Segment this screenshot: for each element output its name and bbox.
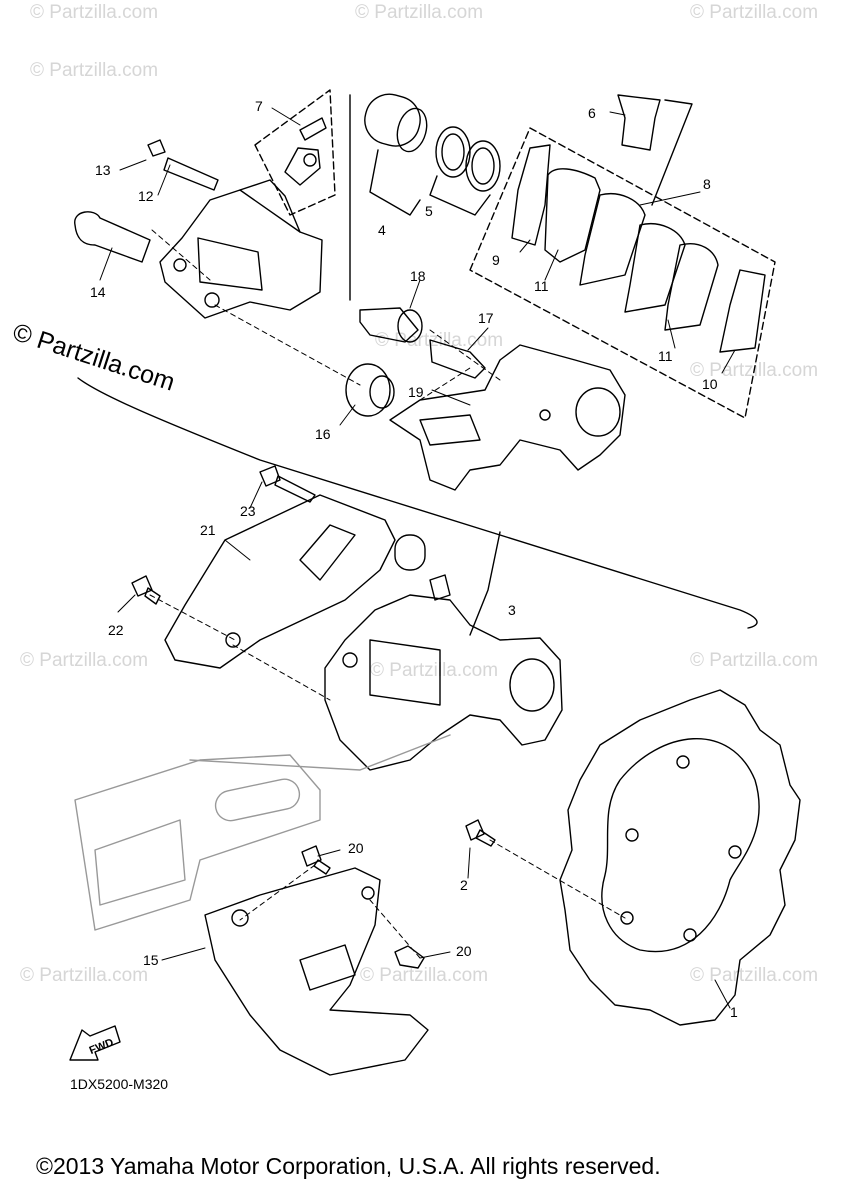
caliper-assembly bbox=[324, 574, 563, 771]
watermark: © Partzilla.com bbox=[370, 660, 499, 681]
swing-arm bbox=[74, 734, 451, 931]
callout-13: 13 bbox=[95, 162, 111, 178]
callout-14: 14 bbox=[90, 284, 106, 300]
watermark: © Partzilla.com bbox=[30, 60, 159, 81]
section-divider bbox=[77, 377, 758, 629]
callout-6: 6 bbox=[588, 105, 596, 121]
callout-19: 15 bbox=[143, 952, 159, 968]
callout-7: 7 bbox=[255, 98, 263, 114]
callout-2: 2 bbox=[460, 877, 468, 893]
watermark: © Partzilla.com bbox=[20, 650, 149, 671]
callout-20b: 20 bbox=[456, 943, 472, 959]
callout-8: 8 bbox=[703, 176, 711, 192]
sleeves bbox=[345, 307, 486, 417]
group-box-8 bbox=[469, 127, 776, 419]
callout-22: 22 bbox=[108, 622, 124, 638]
callout-11: 11 bbox=[534, 278, 549, 294]
watermark: © Partzilla.com bbox=[690, 2, 819, 23]
watermark: © Partzilla.com bbox=[375, 330, 504, 351]
fwd-label: FWD bbox=[88, 1037, 116, 1058]
bolts bbox=[131, 465, 496, 969]
diagram-code: 1DX5200-M320 bbox=[70, 1076, 169, 1092]
watermark: © Partzilla.com bbox=[690, 965, 819, 986]
callout-17: 18 bbox=[410, 268, 426, 284]
lower-guard bbox=[204, 867, 429, 1076]
callout-4: 4 bbox=[378, 222, 386, 238]
callout-9: 9 bbox=[492, 252, 500, 268]
callout-11b: 11 bbox=[658, 348, 673, 364]
callout-20: 20 bbox=[348, 840, 364, 856]
callout-3: 3 bbox=[508, 602, 516, 618]
callout-12: 12 bbox=[138, 188, 154, 204]
watermark: © Partzilla.com bbox=[30, 2, 159, 23]
watermark: © Partzilla.com bbox=[360, 965, 489, 986]
leader-3 bbox=[469, 531, 501, 636]
callout-23: 23 bbox=[240, 503, 256, 519]
caliper-pins bbox=[74, 139, 219, 263]
callout-15: 16 bbox=[315, 426, 331, 442]
callout-21: 21 bbox=[200, 522, 216, 538]
group-box-7 bbox=[254, 89, 336, 216]
callout-18: 19 bbox=[408, 384, 424, 400]
brake-disc bbox=[559, 689, 801, 1026]
watermark: © Partzilla.com bbox=[20, 965, 149, 986]
watermark: © Partzilla.com bbox=[690, 650, 819, 671]
callout-5: 5 bbox=[425, 203, 433, 219]
fwd-arrow-icon bbox=[69, 1025, 121, 1061]
callout-16: 17 bbox=[478, 310, 494, 326]
caliper-bracket-upper bbox=[389, 344, 626, 491]
callout-1: 1 bbox=[730, 1004, 738, 1020]
watermark: © Partzilla.com bbox=[355, 2, 484, 23]
callout-10: 10 bbox=[702, 376, 718, 392]
callout-leaders bbox=[99, 107, 736, 1009]
caliper-upper bbox=[159, 179, 323, 319]
disc-guard bbox=[164, 494, 426, 669]
brake-pads bbox=[511, 94, 766, 353]
copyright-text: ©2013 Yamaha Motor Corporation, U.S.A. A… bbox=[36, 1153, 661, 1179]
leader-6 bbox=[651, 99, 693, 206]
piston-group bbox=[364, 93, 501, 216]
bleed-screw bbox=[284, 117, 327, 186]
